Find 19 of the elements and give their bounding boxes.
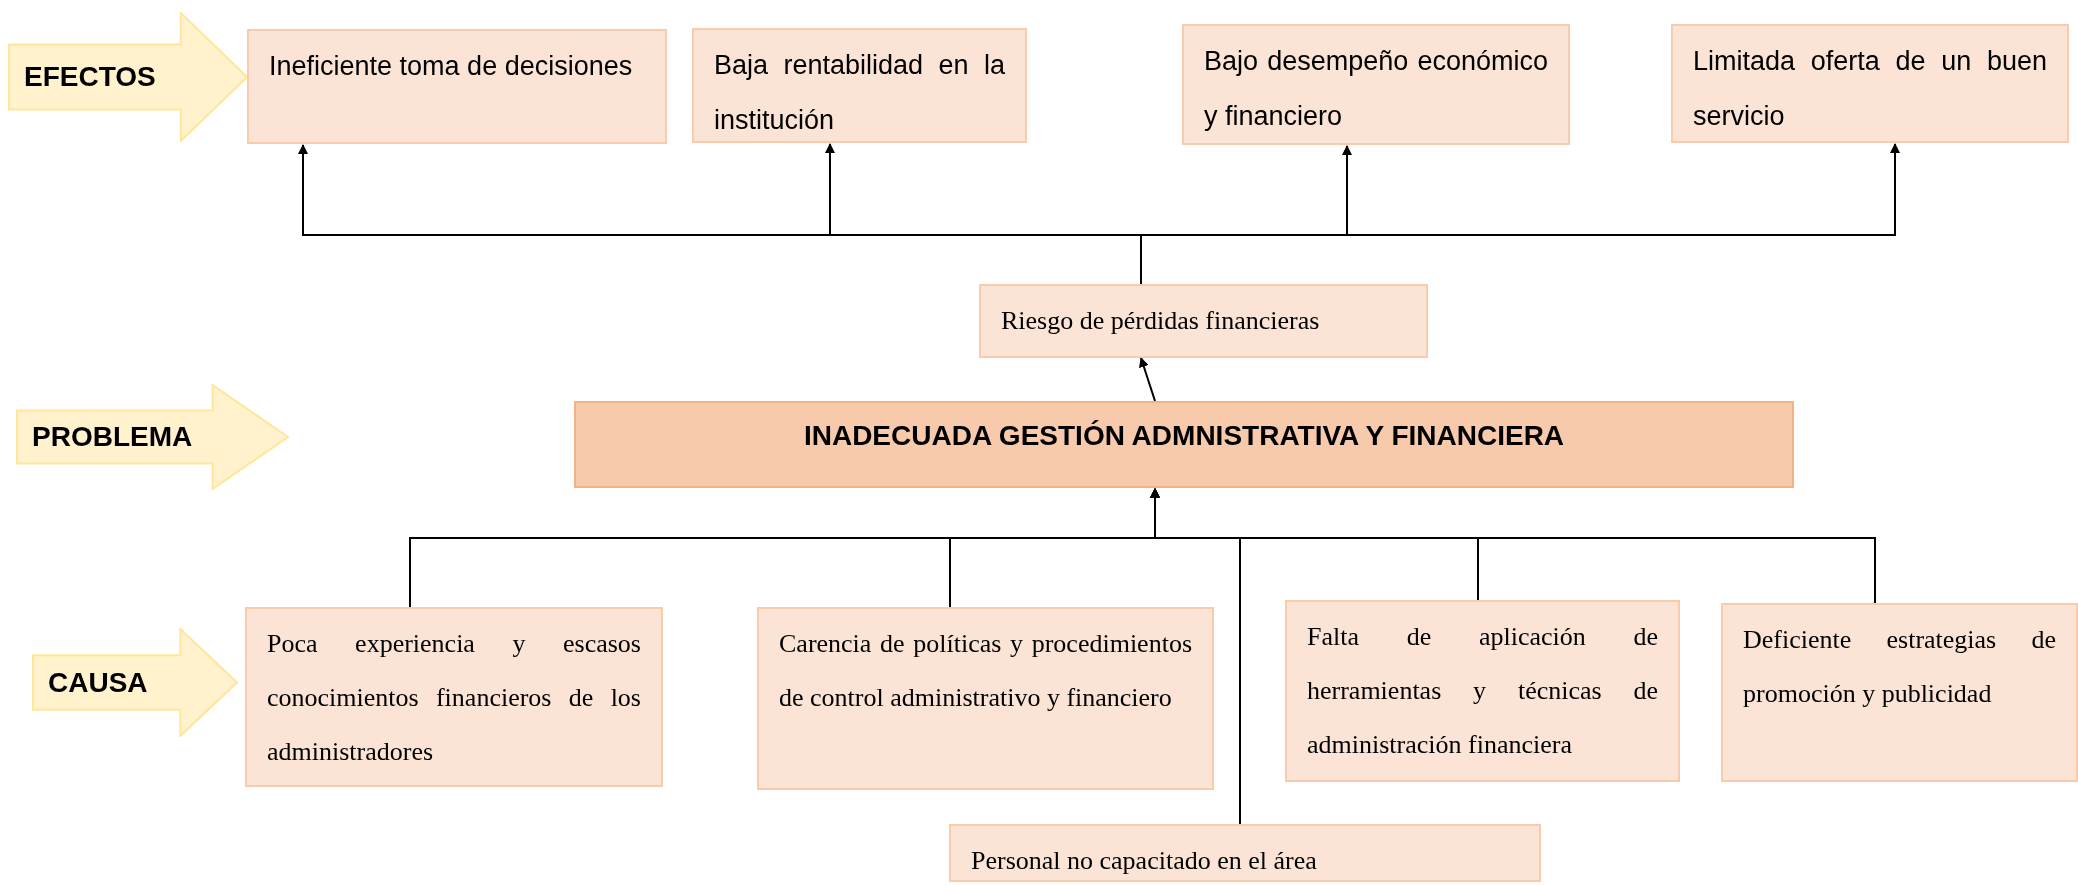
arrow-label: CAUSA [48,665,148,700]
cause-box: Carencia de políticas y procedimientos de control administrativo y financiero [757,607,1214,790]
arrow-tag [16,384,289,490]
arrow [1139,357,1156,402]
cause-box: Deficiente estrategias de promoción y publicidad [1721,603,2078,782]
arrow-label: PROBLEMA [32,420,193,454]
arrow-label: EFECTOS [24,60,156,94]
effect-box: Limitada oferta de un buen servicio [1671,24,2069,143]
effect-box: Bajo desempeño económico y financiero [1182,24,1570,145]
effect-box: Ineficiente toma de decisiones [247,29,667,144]
cause-box: Falta de aplicación de herramientas y técnicas de administración financiera [1285,600,1680,782]
process-box: Riesgo de pérdidas financieras [979,284,1428,358]
process-box: Personal no capacitado en el área [949,824,1541,882]
problem-box: INADECUADA GESTIÓN ADMNISTRATIVA Y FINANCIERA [574,401,1794,488]
arrow-tag [8,12,248,142]
arrow [1150,488,1241,825]
effect-box: Baja rentabilidad en la institución [692,28,1027,143]
cause-box: Poca experiencia y escasos conocimientos financieros de los administradores [245,607,663,787]
arrow-tag [32,628,238,737]
